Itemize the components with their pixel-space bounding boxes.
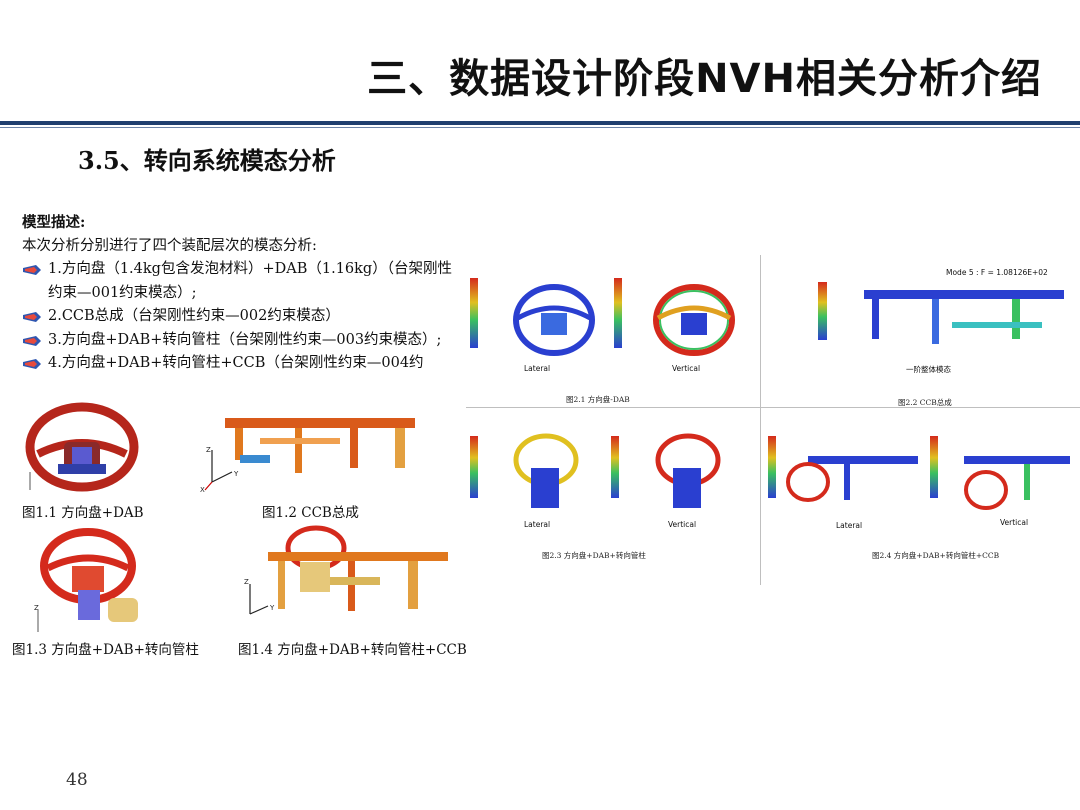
axis-y-label: Y: [269, 604, 275, 612]
model-description: 模型描述: 本次分析分别进行了四个装配层次的模态分析: 1.方向盘（1.4kg包…: [22, 211, 452, 376]
bullet-icon: [22, 264, 48, 276]
list-item: 2.CCB总成（台架刚性约束—002约束模态）: [22, 305, 452, 329]
page-title: 三、数据设计阶段NVH相关分析介绍: [367, 56, 1042, 102]
bullet-icon: [22, 335, 48, 347]
lateral-label: Lateral: [524, 364, 551, 373]
list-item: 4.方向盘+DAB+转向管柱+CCB（台架刚性约束—004约: [22, 352, 452, 376]
wheel-column-model-image: Z: [34, 528, 138, 632]
lateral-label: Lateral: [836, 521, 863, 530]
result-full-assembly-image: [768, 436, 1070, 510]
steering-wheel-model-image: [25, 402, 139, 492]
vertical-label: Vertical: [1000, 518, 1029, 527]
bullet-icon: [22, 358, 48, 370]
section-subtitle: 3.5、转向系统模态分析: [78, 146, 336, 175]
result-wheel-column-image: [470, 433, 721, 508]
mode-label: Mode 5 : F = 1.08126E+02: [946, 268, 1048, 277]
vertical-label: Vertical: [668, 520, 697, 529]
axis-y-label: Y: [233, 470, 239, 478]
axis-z-label: Z: [206, 446, 211, 454]
results-divider-vertical: [760, 255, 761, 585]
bullet-icon: [22, 311, 48, 323]
description-heading: 模型描述:: [22, 214, 86, 231]
ccb-model-image: Z Y X: [200, 418, 415, 494]
figure-caption: 图1.4 方向盘+DAB+转向管柱+CCB: [238, 642, 467, 658]
axis-x-label: X: [200, 486, 205, 494]
figure-caption: 图2.2 CCB总成: [898, 398, 952, 407]
lateral-label: Lateral: [524, 520, 551, 529]
title-rule-thin: [0, 127, 1080, 128]
figure-caption: 图2.4 方向盘+DAB+转向管柱+CCB: [872, 551, 1000, 560]
description-intro: 本次分析分别进行了四个装配层次的模态分析:: [22, 237, 317, 254]
result-ccb-image: [818, 282, 1064, 344]
figure-caption: 图1.1 方向盘+DAB: [22, 505, 144, 521]
page-number: 48: [66, 770, 88, 790]
figure-caption: 图1.3 方向盘+DAB+转向管柱: [12, 642, 199, 658]
axis-z-label: Z: [244, 578, 249, 586]
axis-z-label: Z: [34, 604, 39, 612]
figure-caption: 图2.1 方向盘-DAB: [566, 395, 630, 404]
figure-caption: 图2.3 方向盘+DAB+转向管柱: [542, 551, 646, 560]
list-item: 1.方向盘（1.4kg包含发泡材料）+DAB（1.16kg）（台架刚性约束—00…: [22, 258, 452, 305]
full-assembly-model-image: Z Y: [244, 525, 448, 615]
results-divider-horizontal: [466, 407, 1080, 408]
first-mode-label: 一阶整体模态: [906, 365, 951, 374]
title-rule: [0, 121, 1080, 125]
vertical-label: Vertical: [672, 364, 701, 373]
result-wheel-dab-image: [470, 278, 735, 356]
figure-caption: 图1.2 CCB总成: [262, 505, 359, 521]
list-item: 3.方向盘+DAB+转向管柱（台架刚性约束—003约束模态）;: [22, 329, 452, 353]
